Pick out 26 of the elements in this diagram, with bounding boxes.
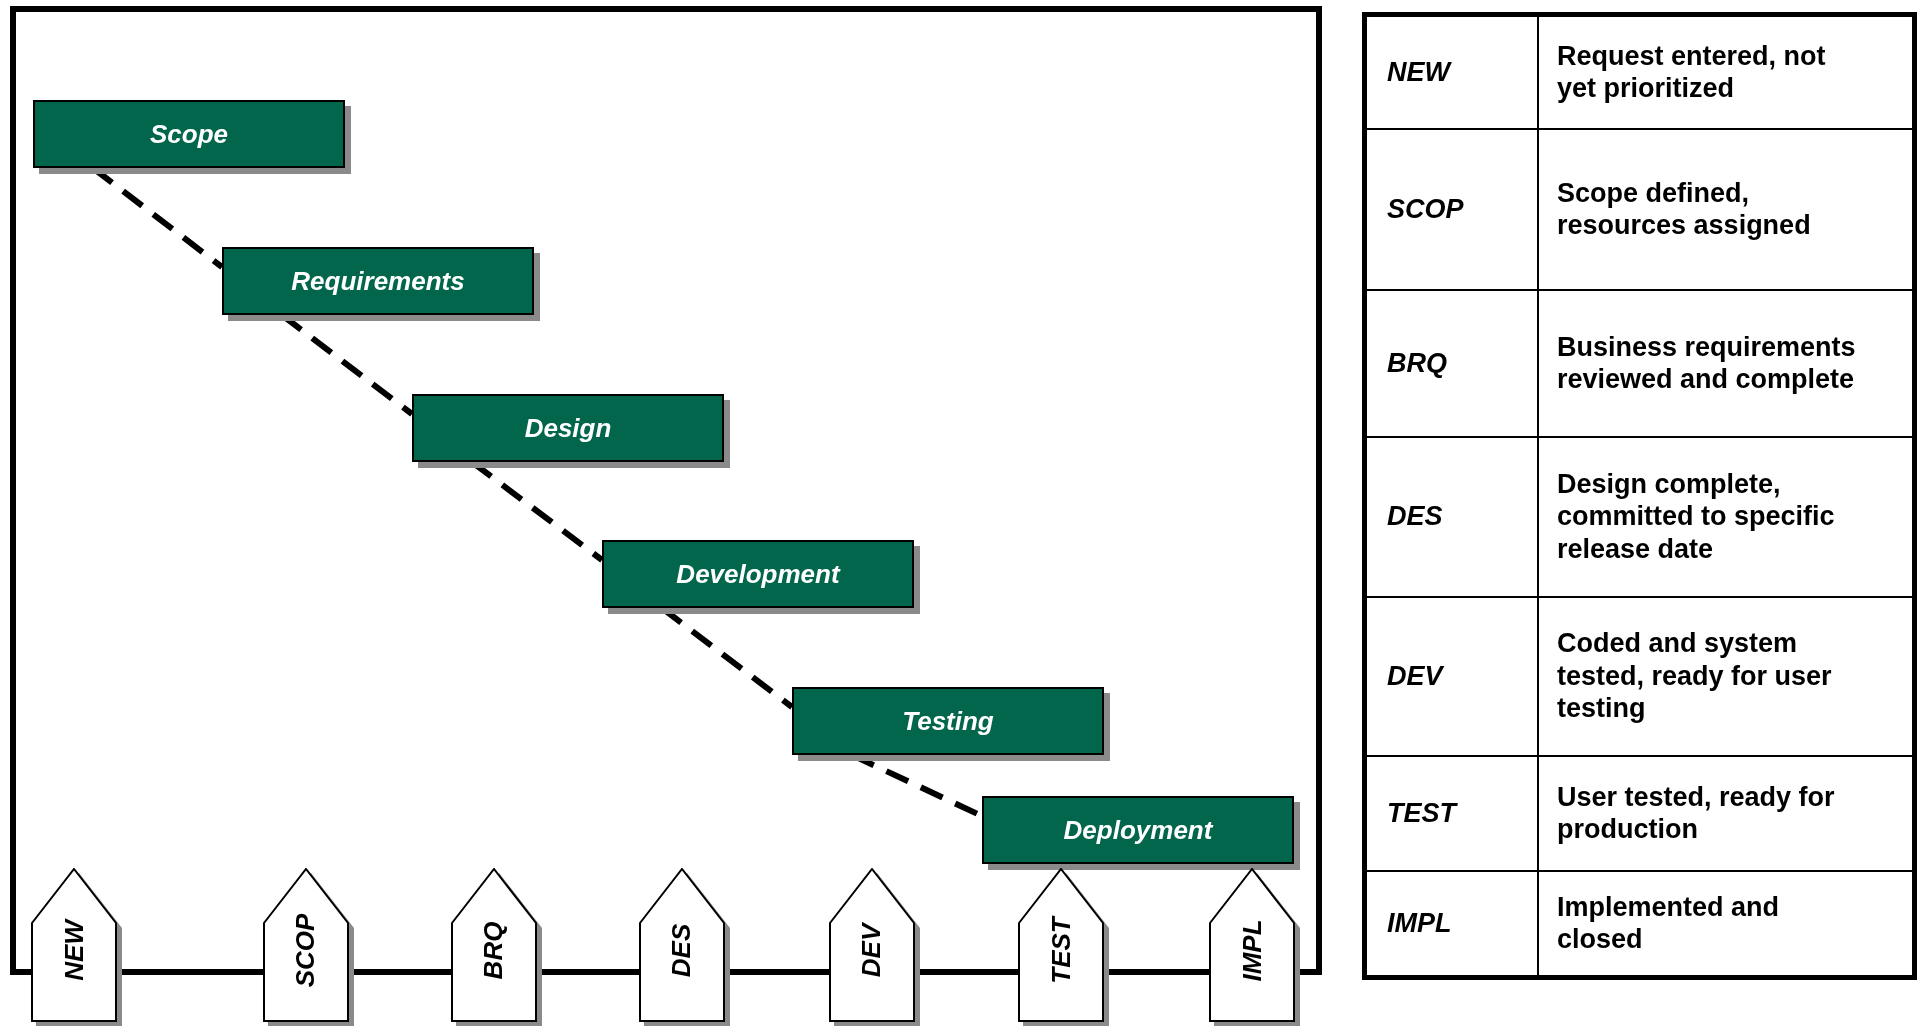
status-marker [829,868,921,1026]
status-code-cell: DEV [1364,596,1538,756]
phase-label: Scope [150,118,228,150]
phase-label: Testing [902,705,994,737]
status-marker [1018,868,1110,1026]
phase-label: Development [676,558,840,590]
status-code-cell: DES [1364,436,1538,597]
phase-label: Requirements [291,265,465,297]
status-code: DES [666,923,698,978]
status-code: SCOP [290,913,322,988]
status-marker [639,868,731,1026]
status-code-cell: BRQ [1364,289,1538,437]
status-marker [263,868,355,1026]
status-marker [31,868,123,1026]
status-marker [1209,868,1301,1026]
status-code: DEV [856,923,888,978]
status-code-cell: SCOP [1364,128,1538,290]
status-code-cell: TEST [1364,755,1538,871]
status-code-cell: NEW [1364,14,1538,129]
status-code: IMPL [1236,919,1268,982]
status-code: BRQ [478,921,510,980]
status-code: NEW [58,920,90,981]
status-marker [451,868,543,1026]
status-code: TEST [1045,917,1077,984]
phase-label: Deployment [1063,814,1213,846]
phase-label: Design [524,412,612,444]
